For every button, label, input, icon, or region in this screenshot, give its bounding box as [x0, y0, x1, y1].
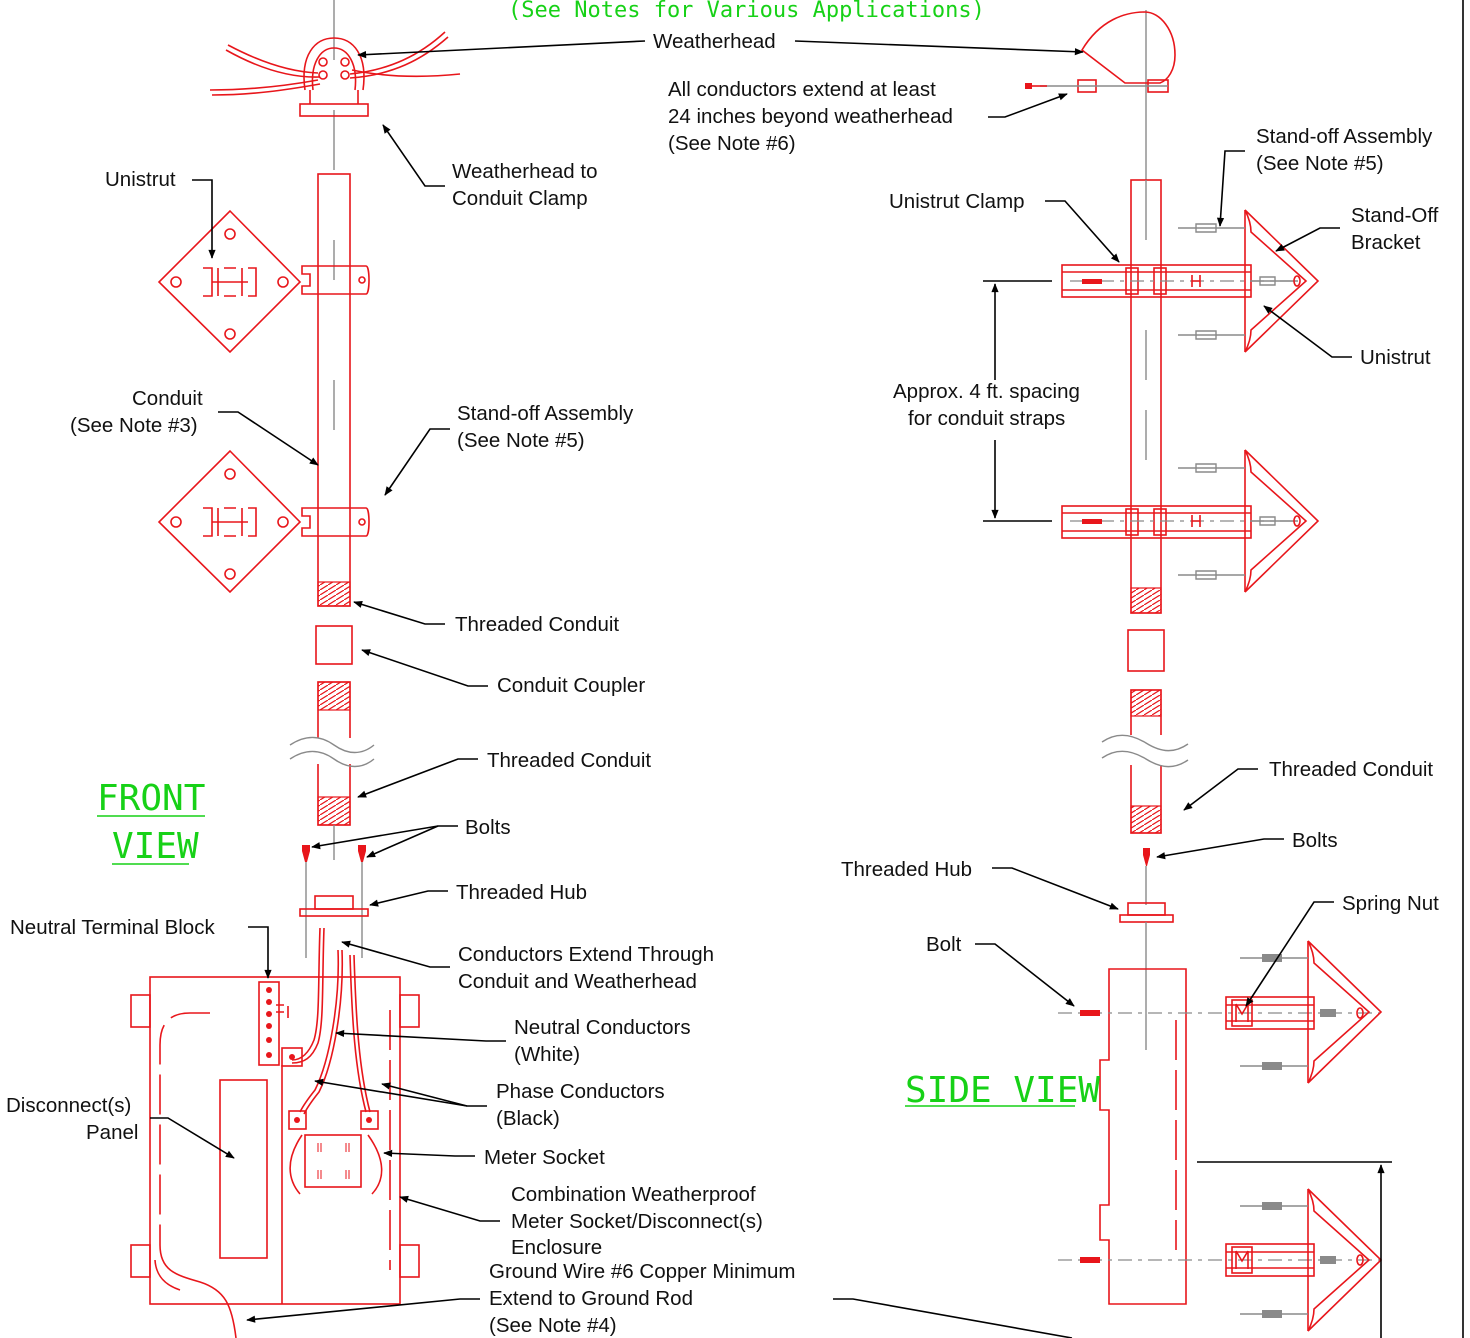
bolt-hub-side — [1119, 848, 1174, 1050]
label-neutral-conductors-2: (White) — [514, 1043, 580, 1066]
label-bolts-side: Bolts — [1292, 829, 1338, 852]
label-enclosure-3: Enclosure — [511, 1236, 602, 1259]
label-phase-conductors-1: Phase Conductors — [496, 1080, 665, 1103]
label-threaded-hub-front: Threaded Hub — [456, 881, 587, 904]
conductors-front — [291, 927, 371, 1115]
conduit-upper — [301, 173, 370, 607]
label-threaded-conduit-lower: Threaded Conduit — [487, 749, 651, 772]
top-note: (See Notes for Various Applications) — [508, 0, 985, 23]
label-ground-wire-3: (See Note #4) — [489, 1314, 617, 1337]
label-threaded-conduit-side: Threaded Conduit — [1269, 758, 1433, 781]
standoff-bracket-diamond-2 — [157, 449, 302, 594]
leaders-front — [150, 40, 646, 1323]
label-all-conductors-2: 24 inches beyond weatherhead — [668, 105, 953, 128]
weatherhead-side — [1025, 11, 1176, 93]
label-standoff-front-2: (See Note #5) — [457, 429, 585, 452]
label-standoff-side-1: Stand-off Assembly — [1256, 125, 1433, 148]
label-conductors-extend-1: Conductors Extend Through — [458, 943, 714, 966]
label-weatherhead: Weatherhead — [653, 30, 776, 53]
label-coupler: Conduit Coupler — [497, 674, 645, 697]
label-spacing-1: Approx. 4 ft. spacing — [893, 380, 1080, 403]
label-conduit-1: Conduit — [132, 387, 203, 410]
leaders-side — [794, 40, 1352, 1338]
label-all-conductors-3: (See Note #6) — [668, 132, 796, 155]
label-enclosure-2: Meter Socket/Disconnect(s) — [511, 1210, 763, 1233]
front-view-title-line2: VIEW — [112, 826, 199, 867]
side-view-title-text: SIDE VIEW — [905, 1070, 1100, 1111]
label-unistrut-side: Unistrut — [1360, 346, 1431, 369]
threaded-hub-front — [299, 895, 369, 917]
front-view-title-line1: FRONT — [97, 778, 205, 819]
label-disconnect-panel-1: Disconnect(s) — [6, 1094, 131, 1117]
label-standoff-side-2: (See Note #5) — [1256, 152, 1384, 175]
side-view-title: SIDE VIEW — [905, 1070, 1100, 1111]
conduit-coupler-front — [315, 625, 353, 665]
label-threaded-conduit-upper: Threaded Conduit — [455, 613, 619, 636]
label-ground-wire-1: Ground Wire #6 Copper Minimum — [489, 1260, 795, 1283]
unistrut-clamp-side-2 — [1061, 505, 1300, 539]
label-neutral-block: Neutral Terminal Block — [10, 916, 215, 939]
label-disconnect-panel-2: Panel — [86, 1121, 138, 1144]
label-all-conductors-1: All conductors extend at least — [668, 78, 936, 101]
bolts-front — [302, 845, 366, 958]
label-conduit-2: (See Note #3) — [70, 414, 198, 437]
spring-nut-assembly-2 — [1225, 1188, 1383, 1332]
label-clamp-2: Conduit Clamp — [452, 187, 588, 210]
label-phase-conductors-2: (Black) — [496, 1107, 560, 1130]
label-bolts-front: Bolts — [465, 816, 511, 839]
lower-dimension — [1197, 1161, 1392, 1338]
spacing-dimension — [983, 280, 1052, 522]
enclosure-side — [1058, 968, 1380, 1305]
side-view: SIDE VIEW — [905, 10, 1392, 1338]
label-ground-wire-2: Extend to Ground Rod — [489, 1287, 693, 1310]
label-neutral-conductors-1: Neutral Conductors — [514, 1016, 691, 1039]
spring-nut-assembly-1 — [1225, 940, 1383, 1084]
label-spring-nut: Spring Nut — [1342, 892, 1439, 915]
front-view: FRONT VIEW — [97, 0, 461, 1338]
label-threaded-hub-side: Threaded Hub — [841, 858, 972, 881]
standoff-bracket-side-2 — [1178, 449, 1320, 593]
conduit-side — [1101, 179, 1189, 834]
label-conductors-extend-2: Conduit and Weatherhead — [458, 970, 697, 993]
standoff-bracket-side-1 — [1178, 209, 1320, 353]
label-meter-socket: Meter Socket — [484, 1146, 605, 1169]
label-standoff-bracket-1: Stand-Off — [1351, 204, 1439, 227]
label-enclosure-1: Combination Weatherproof — [511, 1183, 756, 1206]
weatherhead-front — [209, 31, 461, 117]
label-standoff-front-1: Stand-off Assembly — [457, 402, 634, 425]
conduit-lower — [289, 681, 375, 860]
label-standoff-bracket-2: Bracket — [1351, 231, 1421, 254]
label-clamp-1: Weatherhead to — [452, 160, 598, 183]
standoff-bracket-diamond-1 — [157, 209, 302, 354]
labels-front: Weatherhead Weatherhead to Conduit Clamp… — [6, 30, 795, 1337]
label-bolt-side: Bolt — [926, 933, 962, 956]
enclosure-front — [130, 976, 420, 1338]
label-spacing-2: for conduit straps — [908, 407, 1065, 430]
labels-side: All conductors extend at least 24 inches… — [668, 78, 1439, 956]
label-unistrut-front: Unistrut — [105, 168, 176, 191]
front-view-title: FRONT VIEW — [97, 778, 205, 867]
label-unistrut-clamp: Unistrut Clamp — [889, 190, 1025, 213]
